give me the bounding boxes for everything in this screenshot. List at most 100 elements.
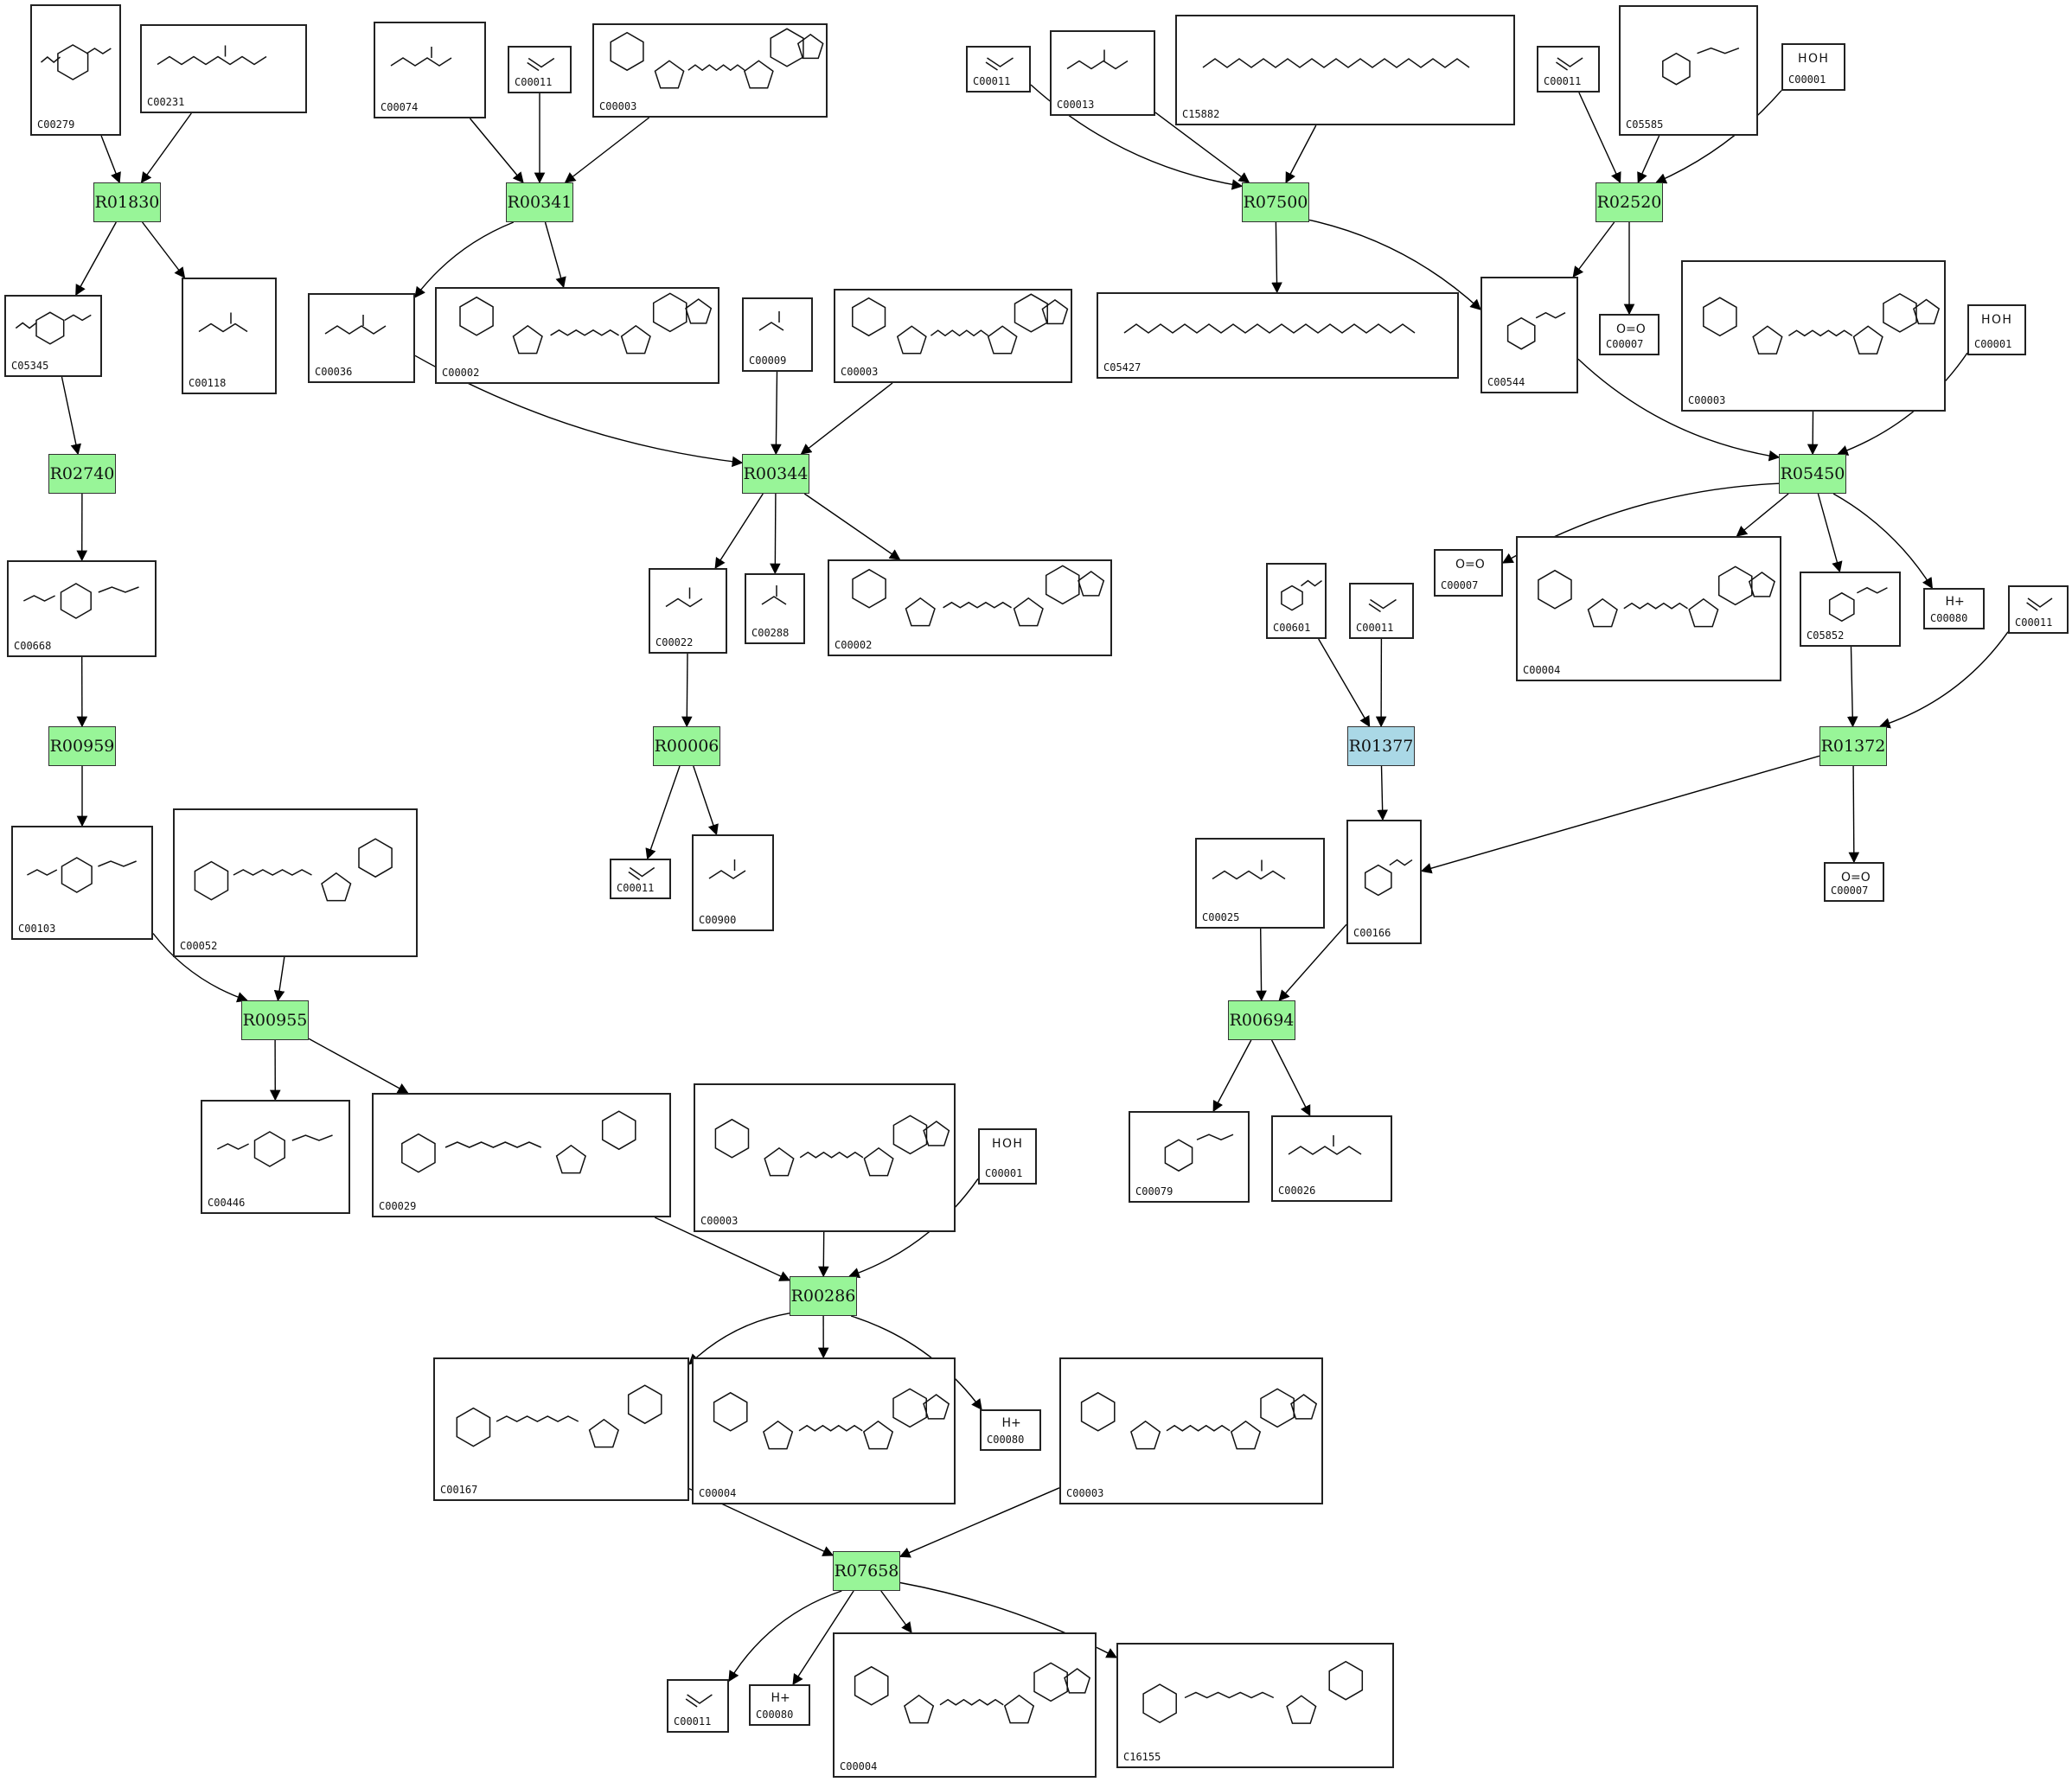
compound-node[interactable]: C05852: [1800, 572, 1901, 647]
compound-node[interactable]: C00003: [834, 289, 1072, 383]
compound-node[interactable]: C00052: [173, 808, 418, 957]
molecule-structure: [1281, 579, 1322, 611]
compound-node[interactable]: H+C00080: [1923, 588, 1985, 629]
edge-arrow: [1736, 493, 1789, 537]
compound-node[interactable]: C00003: [1059, 1357, 1323, 1504]
compound-node[interactable]: C00279: [30, 4, 121, 136]
compound-node[interactable]: C00009: [742, 297, 813, 372]
compound-node[interactable]: C00003: [694, 1083, 956, 1232]
compound-node[interactable]: C00011: [667, 1679, 729, 1733]
compound-node[interactable]: C00036: [308, 293, 415, 383]
compound-node[interactable]: C00002: [435, 287, 719, 384]
molecule-structure: [198, 312, 248, 333]
compound-node[interactable]: C00668: [7, 560, 157, 657]
compound-node[interactable]: C05427: [1097, 292, 1459, 379]
compound-node[interactable]: C00079: [1129, 1111, 1250, 1203]
edge-arrow: [1832, 493, 1933, 590]
compound-node[interactable]: C00029: [372, 1093, 671, 1217]
molecule-structure: [15, 311, 92, 345]
compound-node[interactable]: C00002: [828, 559, 1112, 656]
compound-id: C00167: [440, 1484, 478, 1496]
compound-node[interactable]: C00011: [610, 859, 671, 899]
edge-arrow: [142, 221, 186, 279]
reaction-node[interactable]: R00286: [790, 1276, 857, 1316]
compound-node[interactable]: C00025: [1195, 838, 1325, 929]
compound-node[interactable]: C00011: [1537, 46, 1600, 93]
edge-arrow: [1817, 493, 1843, 573]
compound-node[interactable]: C00544: [1480, 277, 1578, 393]
molecule-structure: [1212, 859, 1286, 880]
edge-arrow: [1848, 765, 1860, 864]
edge-arrow: [818, 1231, 829, 1278]
molecule-structure: [1066, 49, 1129, 70]
compound-node[interactable]: C15882: [1175, 15, 1515, 125]
compound-node[interactable]: C05345: [4, 295, 102, 377]
compound-id: C00026: [1278, 1185, 1316, 1197]
edge-arrow: [714, 493, 764, 570]
reaction-node[interactable]: R02520: [1596, 182, 1663, 222]
compound-node[interactable]: C00004: [1516, 536, 1781, 681]
compound-node[interactable]: C00011: [1349, 583, 1414, 639]
reaction-node[interactable]: R07500: [1242, 182, 1309, 222]
compound-node[interactable]: C00003: [1681, 260, 1946, 412]
compound-node[interactable]: C00011: [2008, 585, 2069, 634]
compound-node[interactable]: C00900: [692, 834, 774, 931]
compound-id: C00011: [1544, 75, 1582, 87]
reaction-node[interactable]: R01372: [1819, 726, 1887, 766]
molecule-structure: [1288, 1135, 1362, 1155]
reaction-node[interactable]: R00959: [48, 726, 116, 766]
edge-arrow: [792, 1590, 854, 1686]
reaction-node[interactable]: R00341: [506, 182, 573, 222]
compound-node[interactable]: C00013: [1050, 30, 1155, 116]
oxygen-formula: O=O: [1616, 323, 1646, 336]
edge-arrow: [850, 1315, 982, 1411]
reaction-node[interactable]: R00006: [653, 726, 720, 766]
edge-arrow: [880, 1590, 912, 1634]
compound-node[interactable]: C00011: [508, 46, 572, 93]
compound-node[interactable]: C00026: [1271, 1115, 1392, 1202]
edge-arrow: [100, 135, 121, 184]
water-formula: H O H: [992, 1137, 1022, 1151]
reaction-node[interactable]: R00344: [742, 454, 809, 494]
compound-node[interactable]: C00004: [833, 1632, 1097, 1778]
compound-node[interactable]: C00103: [11, 826, 153, 940]
compound-node[interactable]: C00167: [433, 1357, 689, 1501]
compound-node[interactable]: H+C00080: [749, 1684, 810, 1726]
reaction-node[interactable]: R05450: [1779, 454, 1846, 494]
compound-node[interactable]: C00022: [649, 568, 727, 654]
compound-node[interactable]: C00446: [201, 1100, 350, 1214]
reaction-node[interactable]: R00694: [1228, 1000, 1295, 1040]
compound-node[interactable]: C05585: [1619, 5, 1758, 136]
compound-node[interactable]: C00011: [966, 46, 1031, 93]
compound-node[interactable]: C16155: [1116, 1643, 1394, 1768]
compound-node[interactable]: C00003: [592, 23, 828, 118]
compound-node[interactable]: C00118: [182, 278, 277, 394]
edge-arrow: [848, 1178, 979, 1279]
reaction-node[interactable]: R00955: [241, 1000, 309, 1040]
proton-formula: H+: [1945, 595, 1965, 609]
edge-arrow: [414, 221, 515, 298]
edge-arrow: [1212, 1039, 1252, 1113]
compound-node[interactable]: C00004: [692, 1357, 956, 1504]
compound-node[interactable]: C00288: [745, 573, 805, 644]
molecule-structure: [1368, 598, 1397, 613]
compound-node[interactable]: H+C00080: [980, 1409, 1041, 1451]
reaction-node[interactable]: R07658: [833, 1551, 900, 1591]
reaction-node[interactable]: R01830: [93, 182, 161, 222]
compound-node[interactable]: C00601: [1266, 563, 1327, 639]
molecule-structure: [157, 45, 267, 66]
reaction-node[interactable]: R01377: [1347, 726, 1415, 766]
edge-arrow: [1879, 631, 2009, 729]
compound-node[interactable]: C00166: [1346, 820, 1422, 944]
compound-node[interactable]: C00074: [374, 22, 486, 118]
reaction-node[interactable]: R02740: [48, 454, 116, 494]
compound-node[interactable]: C00231: [140, 24, 307, 113]
molecule-structure: [758, 311, 784, 331]
edge-arrow: [728, 1590, 842, 1683]
